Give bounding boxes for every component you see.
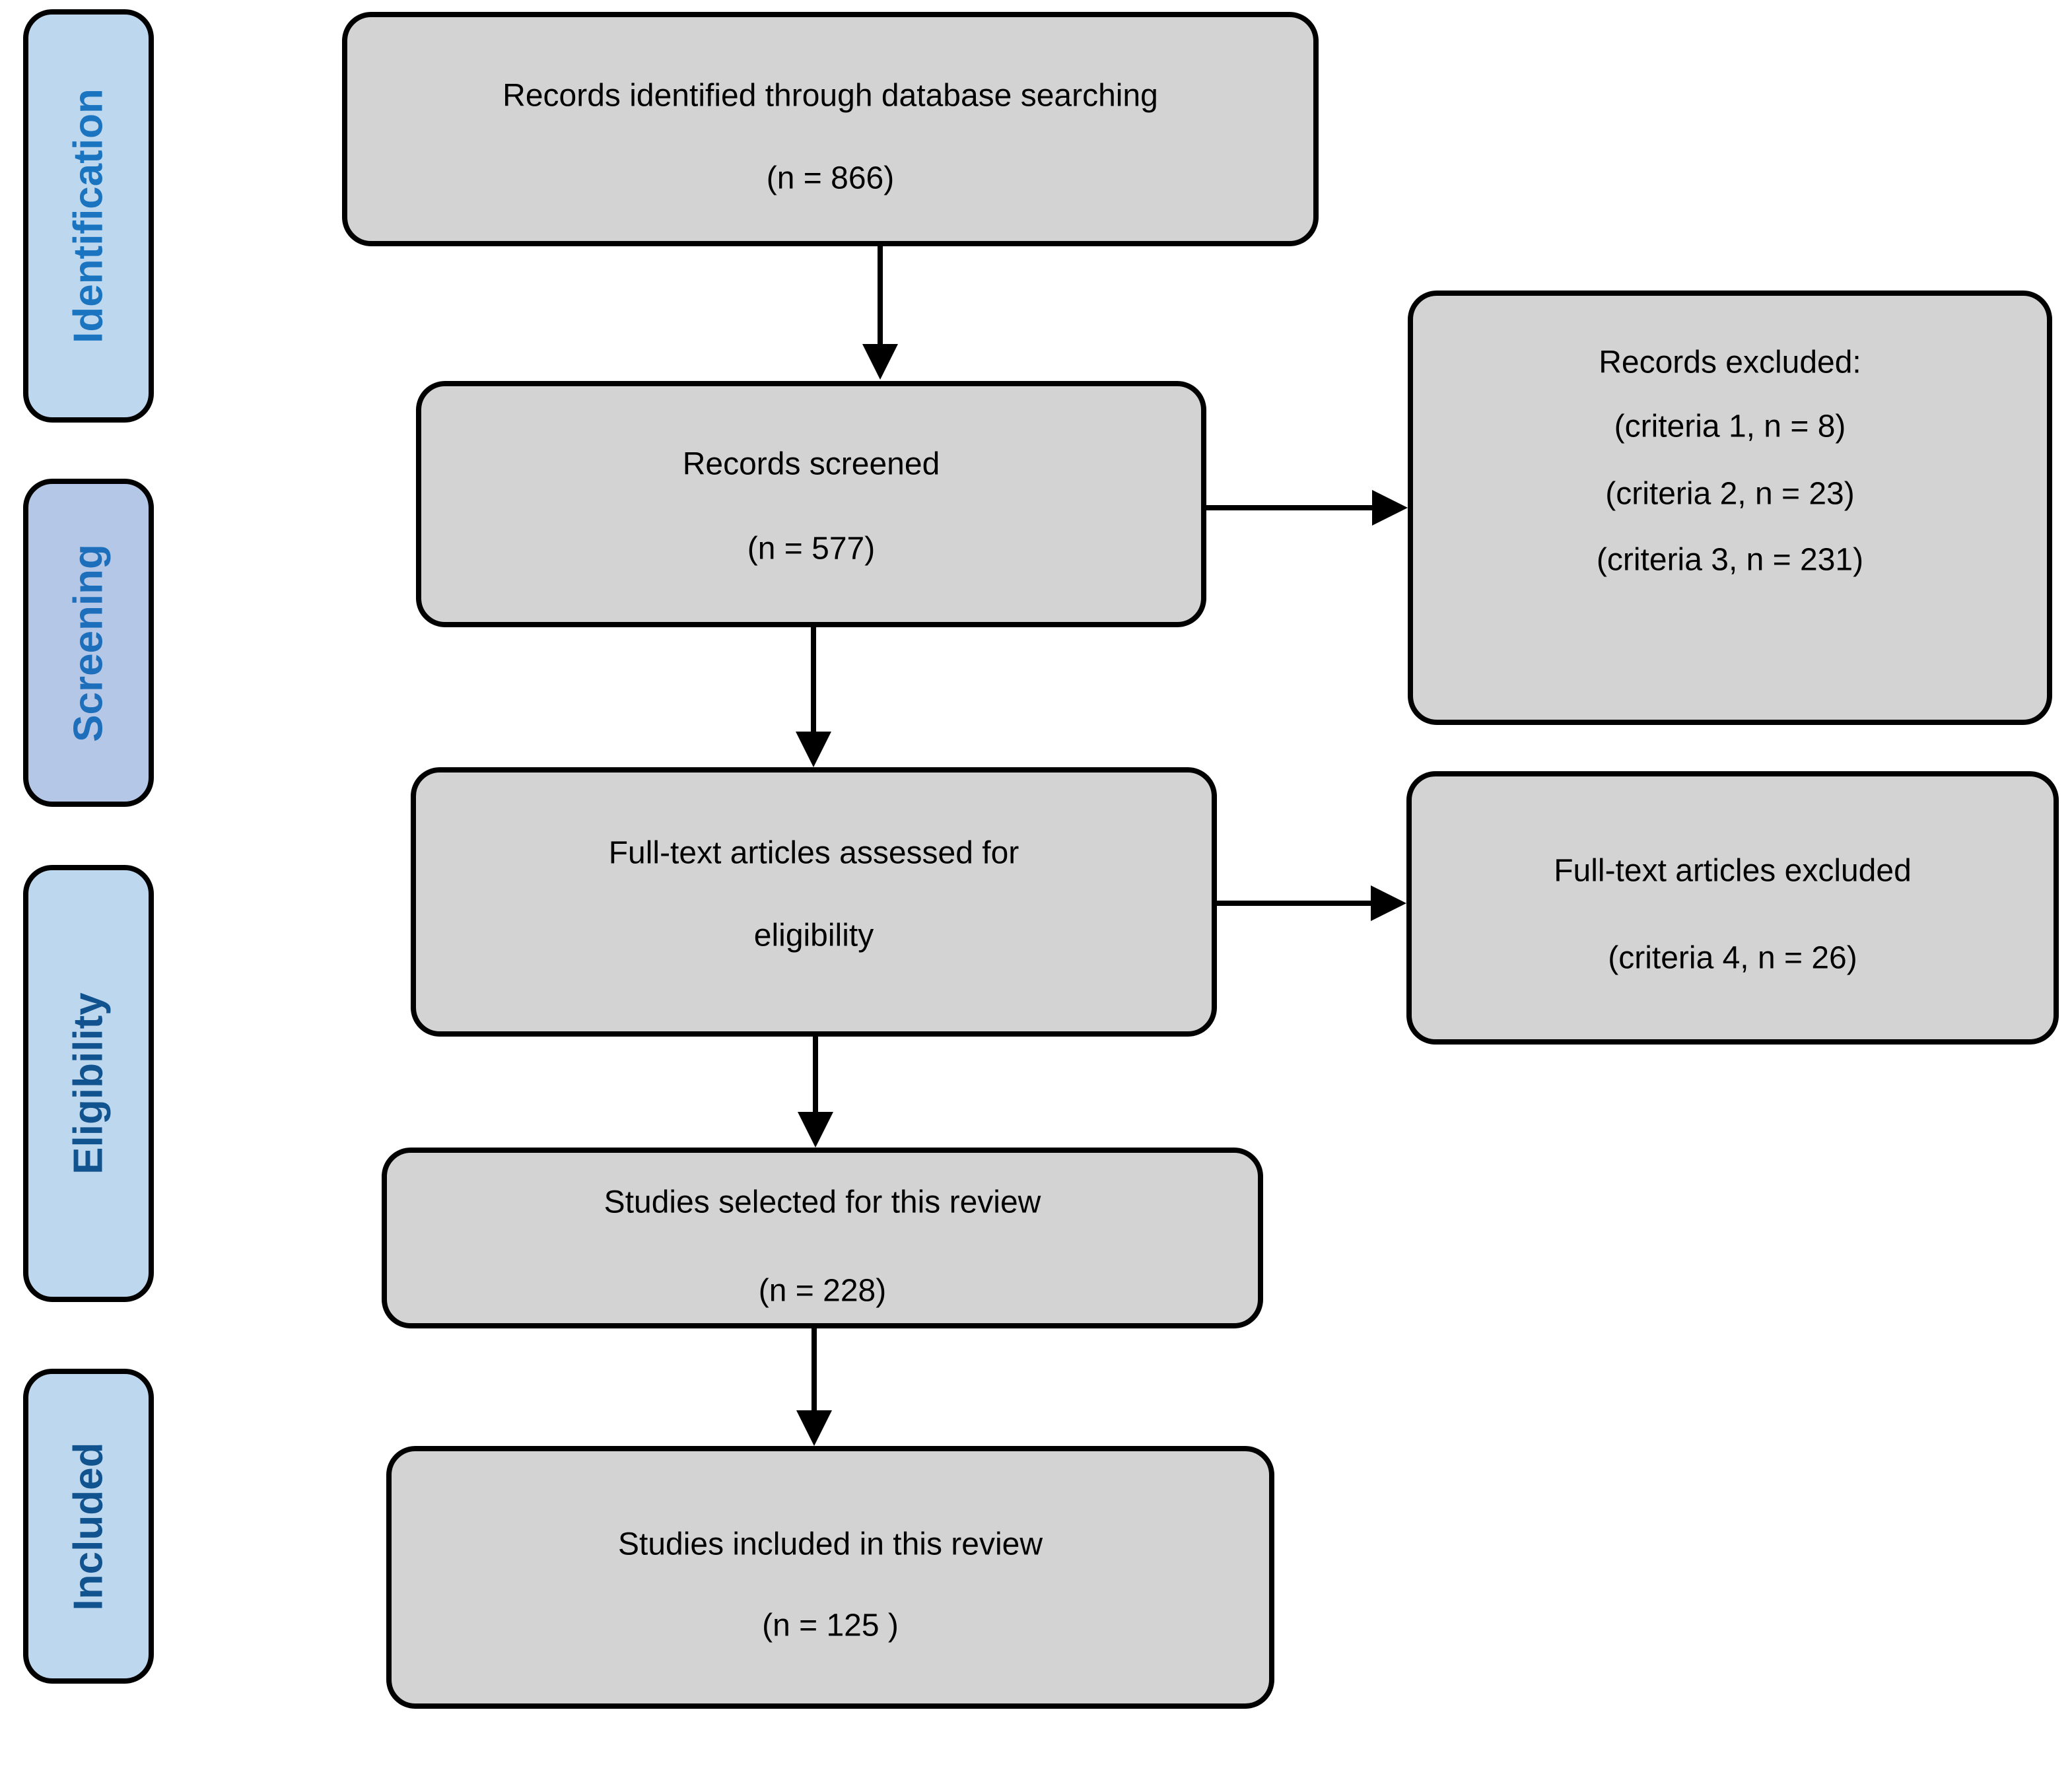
arrow-down-selected-to-included [812, 1328, 817, 1412]
stage-label-screening: Screening [65, 543, 112, 742]
arrow-down-identified-to-screened [878, 246, 883, 347]
flow-box-text: Studies selected for this review [604, 1185, 1041, 1220]
exclusion-text: Full-text articles excluded [1554, 853, 1912, 889]
flow-box-studies-included: Studies included in this review (n = 125… [386, 1446, 1274, 1709]
arrow-down-icon [798, 1112, 833, 1148]
stage-label-identification: Identification [65, 88, 112, 343]
arrow-down-icon [796, 732, 831, 767]
flow-box-text: Records identified through database sear… [502, 78, 1158, 114]
stage-box-eligibility: Eligibility [23, 865, 154, 1302]
arrow-right-fulltext-to-excluded [1217, 901, 1372, 906]
arrow-down-icon [862, 344, 898, 380]
flow-box-records-screened: Records screened (n = 577) [416, 381, 1206, 627]
flow-box-records-identified: Records identified through database sear… [342, 12, 1319, 246]
stage-label-included: Included [65, 1442, 112, 1610]
arrow-down-screened-to-fulltext [811, 627, 816, 733]
flow-box-text: eligibility [753, 918, 874, 953]
stage-box-identification: Identification [23, 9, 154, 423]
arrow-right-icon [1371, 885, 1406, 921]
exclusion-item: (criteria 1, n = 8) [1614, 409, 1846, 444]
arrow-right-icon [1372, 490, 1408, 526]
flow-box-fulltext-assessed: Full-text articles assessed for eligibil… [411, 767, 1217, 1037]
flow-box-text: Records screened [682, 446, 940, 482]
arrow-right-screened-to-excluded [1206, 505, 1373, 510]
arrow-down-icon [796, 1410, 832, 1446]
flow-box-text: Full-text articles assessed for [608, 835, 1019, 871]
flow-box-studies-selected: Studies selected for this review (n = 22… [382, 1148, 1263, 1328]
flow-box-count: (n = 577) [747, 531, 876, 567]
exclusion-item: (criteria 2, n = 23) [1605, 476, 1855, 512]
stage-box-screening: Screening [23, 479, 154, 807]
arrow-down-fulltext-to-selected [813, 1037, 818, 1113]
flow-box-text: Studies included in this review [617, 1527, 1043, 1562]
exclusion-box-fulltext-excluded: Full-text articles excluded (criteria 4,… [1406, 771, 2059, 1045]
exclusion-box-records-excluded: Records excluded: (criteria 1, n = 8) (c… [1408, 291, 2052, 725]
flow-box-count: (n = 866) [766, 160, 895, 196]
flow-box-count: (n = 125 ) [762, 1608, 899, 1643]
exclusion-item: (criteria 3, n = 231) [1596, 542, 1864, 578]
stage-label-eligibility: Eligibility [65, 992, 112, 1175]
exclusion-item: (criteria 4, n = 26) [1608, 940, 1857, 976]
exclusion-heading: Records excluded: [1599, 345, 1861, 380]
flow-box-count: (n = 228) [758, 1273, 887, 1309]
stage-box-included: Included [23, 1369, 154, 1684]
